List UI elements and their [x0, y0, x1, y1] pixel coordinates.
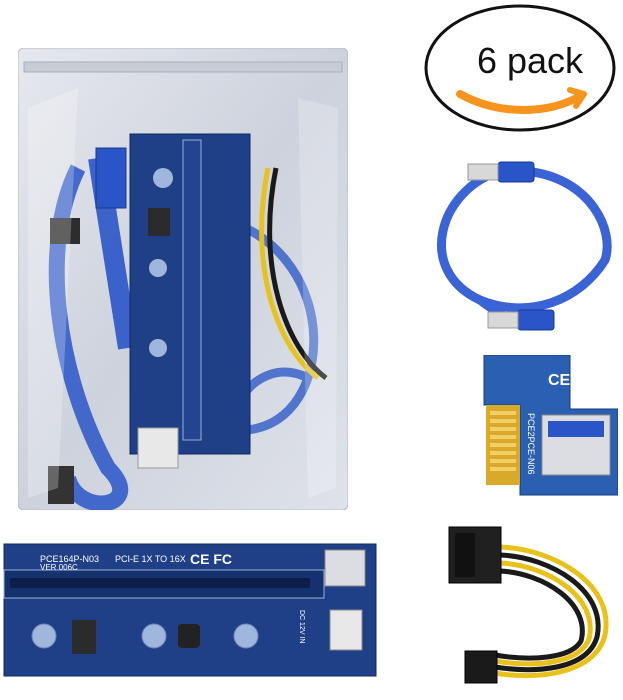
- sata-power-cable: [448, 526, 609, 684]
- usb-cable: [437, 161, 612, 331]
- board-slot-text: PCI-E 1X TO 16X: [115, 554, 186, 564]
- board-model: PCE164P-N03: [40, 554, 99, 564]
- board-version: VER 006C: [40, 563, 78, 572]
- packaging-bag: [18, 48, 348, 510]
- board-power-label: DC 12V IN: [298, 610, 305, 643]
- pcie-adapter-card: CE PCE2PCE-N06: [483, 355, 618, 496]
- six-pack-badge: [424, 4, 616, 132]
- badge-text: 6 pack: [476, 40, 584, 81]
- board-marks: CE FC: [190, 551, 232, 567]
- riser-board: PCE164P-N03 VER 006C PCI-E 1X TO 16X CE …: [3, 543, 377, 677]
- amazon-swoosh-icon: [456, 90, 584, 114]
- adapter-marks: CE: [548, 372, 571, 389]
- adapter-model: PCE2PCE-N06: [526, 413, 536, 475]
